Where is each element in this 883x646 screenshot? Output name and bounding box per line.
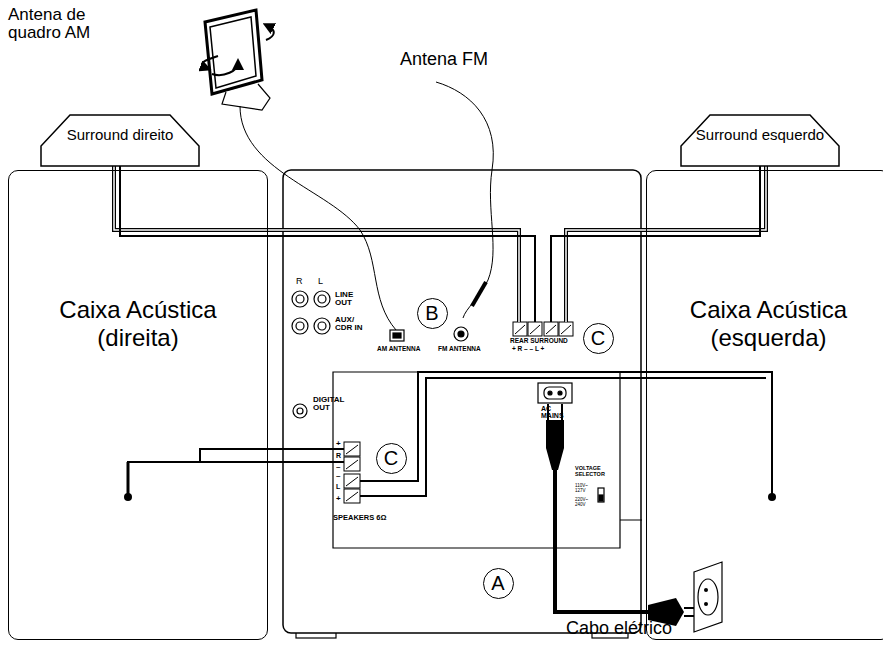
speaker-impedance: SPEAKERS 6Ω — [333, 514, 387, 522]
ac-socket-part — [548, 391, 552, 395]
power-cord-part — [698, 579, 718, 615]
am-loop-antenna-part — [266, 26, 274, 40]
surround-speaker: Surround esquerdo — [680, 112, 840, 167]
speaker-cables-part — [200, 461, 344, 463]
speaker-cabinet-label: Caixa Acústica (direita) — [43, 296, 233, 351]
ac-socket-part — [558, 391, 562, 395]
speaker-cables-part — [124, 493, 132, 501]
rca-jacks-part — [296, 295, 304, 303]
fm-antenna-wire — [436, 82, 493, 318]
callout-letter-label: B — [425, 302, 438, 325]
antenna-caption: Antena FM — [400, 50, 488, 69]
terminal-label: AM ANTENNA — [377, 346, 420, 353]
am-loop-antenna-part — [202, 56, 218, 68]
speaker-cables-part — [127, 462, 130, 496]
rca-jacks-part — [297, 408, 303, 414]
antenna-terminals-part — [458, 331, 464, 337]
surround-outline-path — [41, 115, 199, 166]
am-loop-antenna-part — [210, 17, 256, 88]
ac-socket-part — [598, 488, 604, 502]
surround-terminals-part — [515, 325, 571, 334]
am-loop-antenna-part — [240, 106, 396, 330]
cord-caption: Cabo elétrico — [566, 619, 672, 638]
ac-socket-part — [538, 383, 572, 403]
switch-position: 220V~ 240V — [575, 498, 595, 507]
terminal-polarity: + R – – L + — [512, 346, 544, 353]
main-unit-part — [333, 372, 620, 548]
terminal-polarity: + — [336, 440, 341, 448]
speaker-cables-part — [768, 493, 776, 501]
power-cord — [546, 404, 722, 632]
am-loop-antenna-part — [212, 64, 238, 75]
antenna-terminals-part — [390, 330, 404, 341]
terminal-polarity: – — [336, 472, 340, 480]
power-cord-part — [704, 602, 708, 606]
speaker-cables — [124, 372, 776, 501]
power-cord-part — [555, 470, 650, 612]
main-unit-part — [283, 170, 641, 633]
speaker-cables-part — [360, 372, 772, 496]
speaker-terminals-part — [346, 445, 358, 501]
callout-letter: B — [417, 298, 448, 329]
speaker-cabinet: Caixa Acústica (direita) — [8, 170, 268, 640]
ac-socket-part — [544, 387, 566, 399]
callout-letter: A — [483, 568, 514, 599]
terminal-polarity: L — [336, 483, 340, 490]
rca-jacks-part — [292, 318, 308, 334]
antenna-terminals-part — [393, 333, 401, 338]
am-loop-antenna-part — [222, 84, 270, 110]
rca-jacks-part — [314, 318, 330, 334]
power-cord-part — [546, 420, 564, 470]
terminal-polarity: + — [336, 495, 341, 503]
switch-position: 110V~ 127V — [575, 484, 595, 493]
callout-letter-label: C — [591, 327, 605, 350]
surround-speaker: Surround direito — [40, 112, 200, 167]
rca-jacks-part — [296, 322, 304, 330]
main-unit — [283, 170, 642, 638]
terminal-polarity: – — [336, 463, 340, 471]
rca-jacks-part — [318, 322, 326, 330]
jack-label: DIGITAL OUT — [313, 396, 351, 413]
speaker-cabinet: Caixa Acústica (esquerda) — [646, 170, 883, 640]
ac-socket-part — [599, 495, 603, 501]
callout-letter: C — [583, 323, 614, 354]
speaker-terminals — [344, 442, 360, 503]
channel-mark: R — [296, 277, 303, 286]
callout-letter-label: C — [384, 447, 398, 470]
rca-jacks-part — [292, 291, 308, 307]
rca-jacks-part — [318, 295, 326, 303]
power-cord-part — [694, 562, 722, 632]
switch-label: VOLTAGE SELECTOR — [575, 466, 619, 478]
main-unit-part — [620, 520, 642, 521]
terminal-label: REAR SURROUND — [510, 338, 568, 345]
channel-mark: L — [318, 277, 323, 286]
surround-speaker-label: Surround direito — [50, 126, 190, 143]
antenna-caption: Antena de quadro AM — [8, 6, 120, 42]
jack-label: LINE OUT — [335, 291, 365, 308]
power-cord-part — [704, 588, 708, 592]
socket-label: AC MAINS — [541, 405, 573, 420]
rca-jacks-part — [314, 291, 330, 307]
surround-speaker-label: Surround esquerdo — [690, 126, 830, 143]
terminal-label: FM ANTENNA — [438, 346, 481, 353]
speaker-cabinet-label: Caixa Acústica (esquerda) — [674, 296, 864, 351]
fm-antenna-wire-part — [436, 82, 493, 318]
antenna-terminals-part — [454, 327, 468, 341]
speaker-cables-part — [128, 449, 344, 496]
ac-socket — [538, 383, 604, 502]
surround-outline-path — [681, 115, 839, 166]
speaker-cables-part — [360, 378, 766, 496]
callout-letter: C — [376, 443, 407, 474]
surround-terminals — [513, 322, 573, 336]
terminal-polarity: R — [336, 452, 341, 459]
callout-letter-label: A — [491, 572, 504, 595]
am-loop-antenna-part — [205, 10, 262, 94]
rca-jacks-part — [293, 404, 307, 418]
antenna-terminals — [390, 327, 468, 341]
jack-label: AUX/ CDR IN — [335, 316, 365, 333]
fm-antenna-wire-part — [472, 282, 486, 306]
